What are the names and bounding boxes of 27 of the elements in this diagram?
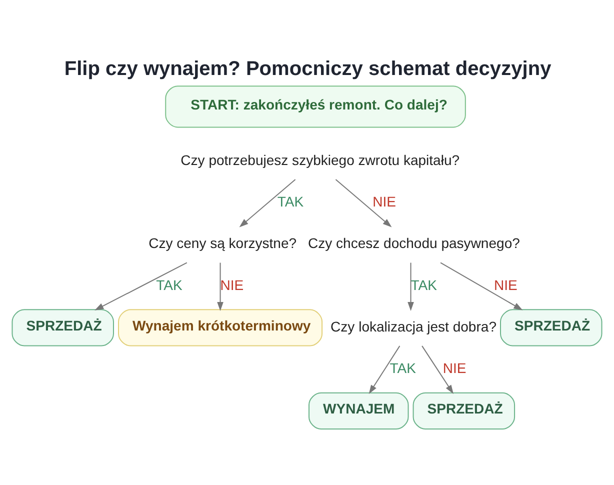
edge-label: NIE — [442, 360, 466, 376]
diagram-title: Flip czy wynajem? Pomocniczy schemat decyzyjny — [64, 58, 552, 80]
node-box: SPRZEDAŻ — [500, 309, 602, 346]
arrow — [422, 346, 454, 394]
arrow — [440, 262, 523, 310]
arrow — [239, 179, 296, 228]
edge-label: TAK — [410, 276, 437, 293]
arrow — [335, 179, 392, 228]
node-box: SPRZEDAŻ — [12, 309, 114, 346]
edge-label: TAK — [390, 360, 416, 376]
node-box: Wynajem krótkoterminowy — [118, 309, 323, 346]
node-box: SPRZEDAŻ — [412, 392, 516, 430]
edge-label: NIE — [372, 194, 396, 210]
edge-label: TAK — [156, 276, 182, 293]
arrow — [217, 262, 224, 312]
node-box: START: zakończyłeś remont. Co dalej? — [165, 86, 466, 128]
node-box: WYNAJEM — [308, 392, 409, 430]
node-text: Czy lokalizacja jest dobra? — [330, 318, 496, 334]
node-text: Czy chcesz dochodu pasywnego? — [308, 235, 520, 252]
node-text: Czy potrzebujesz szybkiego zwrotu kapitału? — [180, 152, 460, 168]
edge-label: NIE — [494, 276, 518, 293]
edge-label: TAK — [277, 194, 304, 210]
arrow — [368, 346, 400, 394]
arrow — [94, 262, 188, 310]
node-text: Czy ceny są korzystne? — [148, 235, 297, 252]
edge-label: NIE — [220, 276, 244, 293]
arrow — [408, 262, 414, 312]
